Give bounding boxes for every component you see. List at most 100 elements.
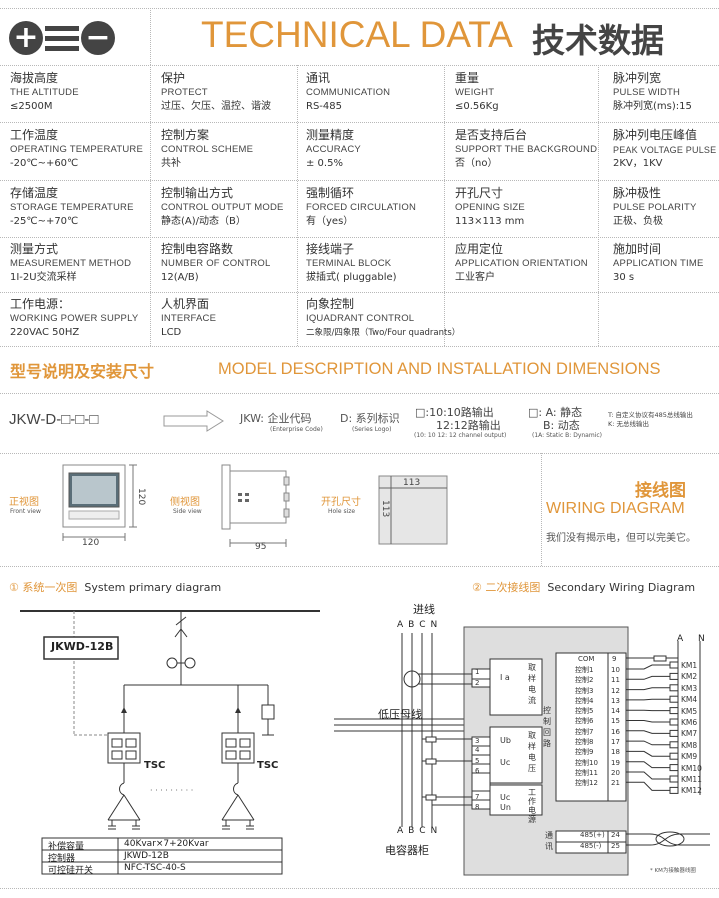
ab-line2: B: 动态 xyxy=(543,419,580,432)
divider xyxy=(0,122,719,123)
equals-icon xyxy=(45,21,79,55)
divider xyxy=(0,180,719,181)
ia-label: I a xyxy=(500,673,510,682)
side-view-en: Side view xyxy=(173,508,202,515)
table-cell: JKWD-12B xyxy=(124,851,169,861)
d-sub: (Series Logo) xyxy=(352,426,392,433)
primary-diagram-title: ① 系统一次图 System primary diagram xyxy=(9,581,222,594)
coil-box xyxy=(669,729,679,737)
front-width: 120 xyxy=(82,538,100,548)
divider xyxy=(0,453,719,454)
km-coil: KM12 xyxy=(681,786,702,796)
coil-box xyxy=(669,718,679,726)
front-view-cn: 正视图 xyxy=(9,497,39,508)
km-coil: KM8 xyxy=(681,740,698,750)
control-wire xyxy=(626,761,670,769)
supply-n: N xyxy=(698,634,705,644)
uc-label: Uc xyxy=(500,758,511,767)
rs-num: 24 xyxy=(611,831,620,839)
incoming-label: 进线 xyxy=(413,603,435,616)
side-width: 95 xyxy=(255,542,267,552)
rs-num: 25 xyxy=(611,842,620,850)
secondary-diagram-title: ② 二次接线图 Secondary Wiring Diagram xyxy=(472,581,696,594)
coil-box xyxy=(669,786,679,794)
term-num: 1 xyxy=(475,668,480,676)
phase-labels-top: ABCN xyxy=(397,620,443,630)
km-coil: KM1 xyxy=(681,661,698,670)
table-cell: 补偿容量 xyxy=(48,842,85,852)
com-num: 9 xyxy=(612,655,617,663)
secondary-diagram xyxy=(334,626,710,876)
coil-box xyxy=(669,707,679,715)
term-num: 8 xyxy=(475,803,480,811)
plus-icon: + xyxy=(9,21,43,55)
rs485-minus: 485(-) xyxy=(580,842,602,850)
divider xyxy=(0,566,719,567)
term-num: 7 xyxy=(475,793,480,801)
coil-box xyxy=(669,695,679,703)
busbar-label: 低压母线 xyxy=(378,708,422,721)
ab-sub: (1A: Static B: Dynamic) xyxy=(532,432,602,439)
hole-height: 113 xyxy=(380,500,390,518)
divider xyxy=(444,65,445,346)
coil-box xyxy=(669,752,679,760)
channel-line1: □:10:10路输出 xyxy=(415,406,494,419)
section-title-cn: 型号说明及安装尺寸 xyxy=(10,362,155,381)
divider xyxy=(0,237,719,238)
page-title-en: TECHNICAL DATA xyxy=(201,14,513,55)
term-num: 2 xyxy=(475,679,480,687)
front-view-drawing xyxy=(62,464,137,541)
control-wire xyxy=(626,771,670,780)
com-label: COM xyxy=(578,655,595,663)
uc-label: Uc xyxy=(500,793,511,802)
d-label: D: 系列标识 xyxy=(340,412,400,425)
control-wire xyxy=(626,750,670,757)
km-coil: KM2 xyxy=(681,672,698,682)
tsc-label: TSC xyxy=(144,760,166,771)
divider-bottom xyxy=(0,888,719,889)
hole-size-en: Hole size xyxy=(328,508,356,515)
coil-box xyxy=(669,661,679,669)
control-wire xyxy=(626,664,670,670)
control-wire xyxy=(626,687,670,691)
coil-box xyxy=(669,775,679,783)
control-wire xyxy=(626,730,670,734)
un-label: Un xyxy=(500,803,511,812)
control-wire xyxy=(626,720,670,723)
channel-line2: 12:12路输出 xyxy=(436,419,501,432)
table-cell: 40Kvar×7+20Kvar xyxy=(124,839,209,849)
control-wire xyxy=(626,781,670,791)
coil-box xyxy=(669,672,679,680)
brand-logo: + − xyxy=(9,20,118,56)
primary-diagram xyxy=(20,610,320,875)
km-coil: KM5 xyxy=(681,706,698,716)
km-coil: KM7 xyxy=(681,729,698,739)
side-view-cn: 侧视图 xyxy=(170,497,200,508)
table-cell: NFC-TSC-40-S xyxy=(124,863,186,873)
page-title-cn: 技术数据 xyxy=(532,21,664,60)
divider-top xyxy=(0,8,719,9)
km-coil: KM6 xyxy=(681,718,698,728)
km-coil: KM10 xyxy=(681,763,702,773)
control-wire xyxy=(626,675,670,680)
comm-label: 通讯 xyxy=(545,831,553,851)
coil-box xyxy=(669,764,679,772)
table-cell: 可控硅开关 xyxy=(48,866,94,876)
capacitor-cabinet-label: 电容器柜 xyxy=(385,844,429,857)
km-note: * KM为接触器线圈 xyxy=(650,868,696,874)
